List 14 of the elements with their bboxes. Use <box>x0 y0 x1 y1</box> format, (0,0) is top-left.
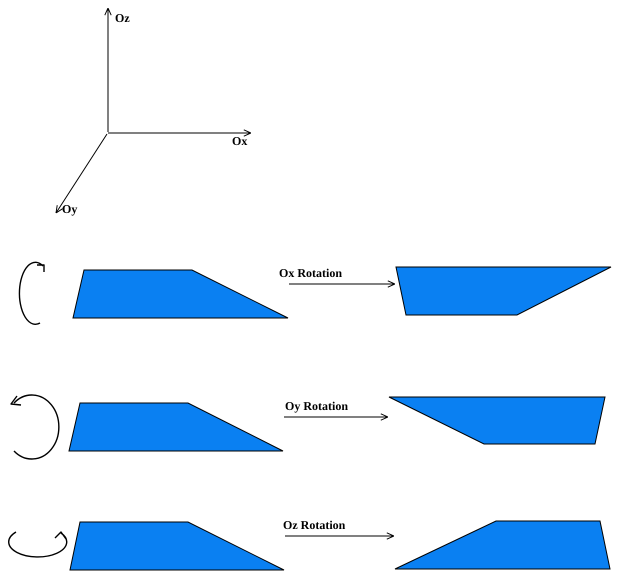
trapezoid-shape <box>394 520 611 570</box>
trapezoid-shape <box>68 402 284 452</box>
axis-label: Ox <box>232 135 248 148</box>
axis-label: Oy <box>62 203 78 216</box>
edge-label: Oy Rotation <box>285 400 348 413</box>
trapezoid-shape <box>395 266 612 316</box>
edge-label: Oz Rotation <box>283 519 346 532</box>
edge-label: Ox Rotation <box>279 267 342 280</box>
axis-label: Oz <box>115 12 130 25</box>
trapezoid-shape <box>388 396 606 445</box>
trapezoid-shape <box>69 521 285 571</box>
arrow <box>284 532 394 540</box>
arrow <box>288 280 396 288</box>
arrow <box>284 413 388 421</box>
